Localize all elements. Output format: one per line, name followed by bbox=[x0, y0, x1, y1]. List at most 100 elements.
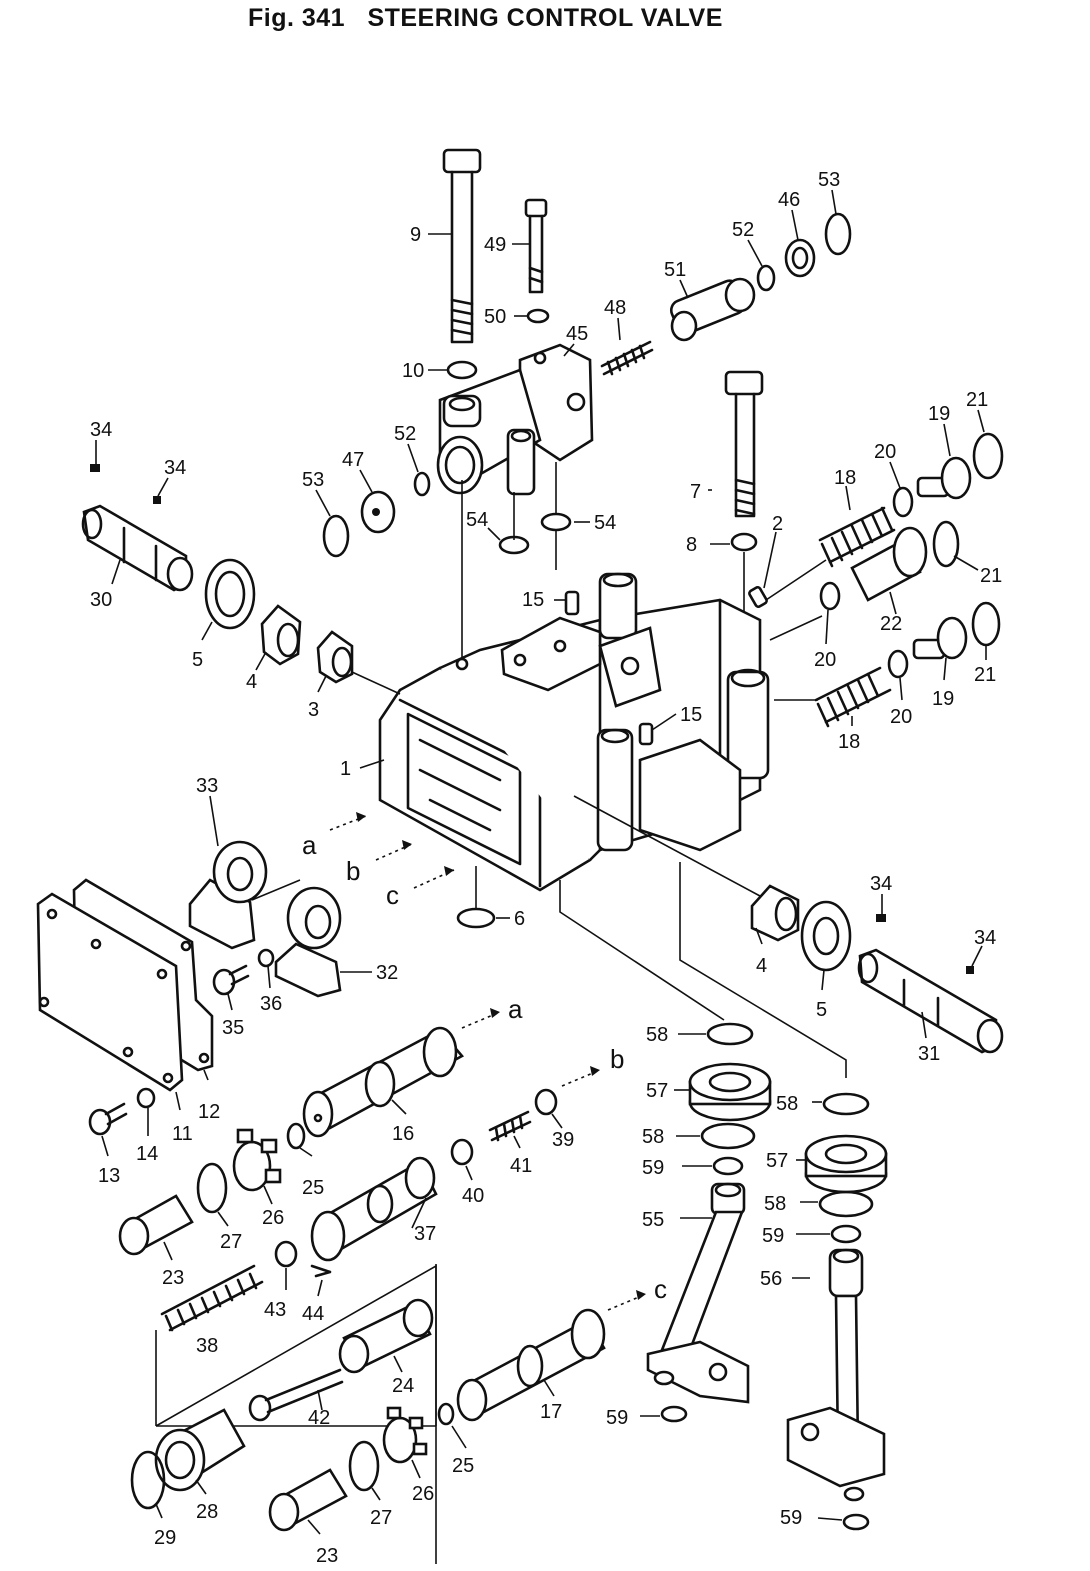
callout-48: 48 bbox=[604, 297, 626, 319]
callout-27b: 27 bbox=[370, 1507, 392, 1529]
callout-18a: 18 bbox=[834, 467, 856, 489]
flow-letters: a b c a b c bbox=[302, 830, 667, 1304]
callout-10: 10 bbox=[402, 360, 424, 382]
cover-housing-45 bbox=[436, 343, 594, 496]
callout-8: 8 bbox=[686, 534, 697, 556]
callout-20c: 20 bbox=[890, 706, 912, 728]
callout-1: 1 bbox=[340, 758, 351, 780]
callout-23b: 23 bbox=[316, 1545, 338, 1567]
callout-57b: 57 bbox=[766, 1150, 788, 1172]
plug-19-upper bbox=[916, 456, 972, 500]
spring-41 bbox=[488, 1110, 532, 1142]
callout-20b: 20 bbox=[814, 649, 836, 671]
flow-letter-c-spool: c bbox=[654, 1274, 667, 1304]
callout-58c: 58 bbox=[642, 1126, 664, 1148]
seat-57-right bbox=[804, 1134, 888, 1194]
callout-15b: 15 bbox=[680, 704, 702, 726]
o-ring-59-right bbox=[830, 1224, 862, 1244]
spool-37 bbox=[310, 1156, 438, 1262]
callout-35: 35 bbox=[222, 1017, 244, 1039]
callout-51: 51 bbox=[664, 259, 686, 281]
o-ring-6 bbox=[456, 907, 496, 929]
cover-11 bbox=[36, 892, 210, 1092]
ring-20-lower bbox=[887, 649, 909, 679]
callout-14: 14 bbox=[136, 1143, 158, 1165]
bolt-7 bbox=[724, 370, 764, 518]
callout-21c: 21 bbox=[974, 664, 996, 686]
washer-50 bbox=[526, 308, 550, 324]
callout-57a: 57 bbox=[646, 1080, 668, 1102]
callout-58d: 58 bbox=[764, 1193, 786, 1215]
spring-18-upper bbox=[818, 506, 896, 568]
pipe-55 bbox=[646, 1182, 750, 1404]
callout-12: 12 bbox=[198, 1101, 220, 1123]
callout-16: 16 bbox=[392, 1123, 414, 1145]
bushing-4-left bbox=[260, 604, 302, 666]
o-ring-58-mid bbox=[700, 1122, 756, 1150]
callout-34d: 34 bbox=[974, 927, 996, 949]
o-ring-58-right bbox=[822, 1092, 870, 1116]
valve-body-1 bbox=[378, 572, 770, 892]
o-ring-54-right bbox=[540, 512, 572, 532]
washer-10 bbox=[446, 360, 478, 380]
plug-40 bbox=[450, 1138, 474, 1166]
callout-24: 24 bbox=[392, 1375, 414, 1397]
callout-5b: 5 bbox=[816, 999, 827, 1021]
spring-18-lower bbox=[814, 666, 892, 728]
callout-54b: 54 bbox=[594, 512, 616, 534]
leader-body-4 bbox=[573, 795, 761, 897]
pin-15-upper bbox=[564, 590, 580, 616]
callout-3: 3 bbox=[308, 699, 319, 721]
callout-17: 17 bbox=[540, 1401, 562, 1423]
cap-23-lower bbox=[268, 1468, 348, 1532]
callout-2: 2 bbox=[772, 513, 783, 535]
pipe-56 bbox=[786, 1248, 886, 1502]
callout-5a: 5 bbox=[192, 649, 203, 671]
callout-18b: 18 bbox=[838, 731, 860, 753]
callout-23a: 23 bbox=[162, 1267, 184, 1289]
bushing-3 bbox=[316, 630, 354, 684]
callout-34b: 34 bbox=[164, 457, 186, 479]
callout-59a: 59 bbox=[642, 1157, 664, 1179]
flow-letter-a-spool: a bbox=[508, 994, 523, 1024]
callout-49: 49 bbox=[484, 234, 506, 256]
flow-arrows bbox=[329, 812, 647, 1311]
callout-6: 6 bbox=[514, 908, 525, 930]
washer-36 bbox=[257, 948, 275, 968]
callout-7: 7 bbox=[690, 481, 701, 503]
leaders-levers bbox=[251, 879, 372, 973]
flow-letter-a-body: a bbox=[302, 830, 317, 860]
pin-44 bbox=[310, 1264, 332, 1278]
snap-ring-21-lower bbox=[971, 601, 1001, 647]
snap-ring-27-upper bbox=[196, 1162, 228, 1214]
snap-ring-21-upper bbox=[972, 432, 1004, 480]
callout-53: 53 bbox=[818, 169, 840, 191]
bushing-4-right bbox=[750, 884, 800, 942]
plug-47 bbox=[360, 490, 396, 534]
ring-25-upper bbox=[286, 1122, 306, 1150]
flow-letter-c-body: c bbox=[386, 880, 399, 910]
plug-46 bbox=[784, 238, 816, 278]
sleeve-24 bbox=[338, 1298, 434, 1374]
callout-9: 9 bbox=[410, 224, 421, 246]
callout-41: 41 bbox=[510, 1155, 532, 1177]
callout-labels: 9 49 50 45 48 51 52 46 53 10 34 34 52 47… bbox=[90, 169, 1002, 1567]
cap-23-upper bbox=[118, 1194, 194, 1256]
snap-ring-53-left bbox=[322, 514, 350, 558]
figure-name: STEERING CONTROL VALVE bbox=[367, 4, 723, 32]
callout-45: 45 bbox=[566, 323, 588, 345]
bearing-5-left bbox=[204, 558, 256, 630]
o-ring-58-top bbox=[706, 1022, 754, 1046]
callout-37: 37 bbox=[414, 1223, 436, 1245]
callout-4b: 4 bbox=[756, 955, 767, 977]
callout-56: 56 bbox=[760, 1268, 782, 1290]
callout-30: 30 bbox=[90, 589, 112, 611]
collar-26-upper bbox=[232, 1128, 282, 1192]
callout-59c: 59 bbox=[606, 1407, 628, 1429]
callout-29: 29 bbox=[154, 1527, 176, 1549]
callout-28: 28 bbox=[196, 1501, 218, 1523]
ring-52-left bbox=[413, 471, 431, 497]
washer-43 bbox=[274, 1240, 298, 1268]
callout-19a: 19 bbox=[928, 403, 950, 425]
